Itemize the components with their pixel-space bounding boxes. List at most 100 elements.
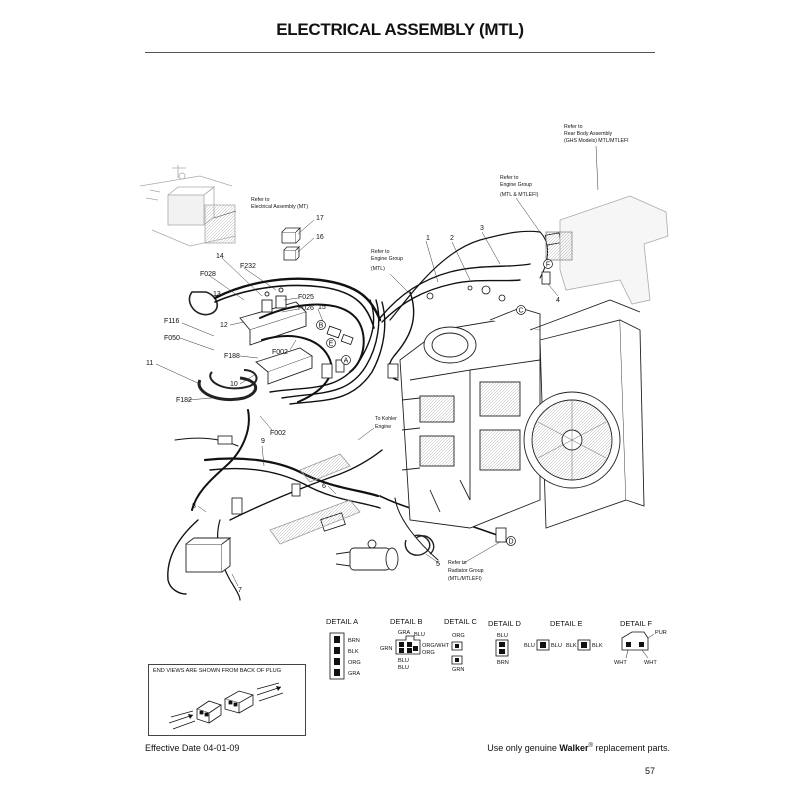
svg-text:BLU: BLU [414,632,425,638]
ref-engine-group-mtl: Refer to Engine Group (MTL) [371,249,404,272]
svg-text:A: A [344,358,349,365]
callout-2: 2 [450,235,454,242]
reference-battery-area [139,165,237,247]
svg-text:BLU: BLU [398,658,409,664]
page-number: 57 [644,766,655,776]
callout-9: 9 [261,438,265,445]
detail-e: DETAIL E BLU BLU BLK BLK [524,619,603,651]
svg-text:BRN: BRN [497,660,509,666]
detail-marker-b: B [316,320,326,330]
main-harness [167,230,548,601]
relay-16 [283,246,300,261]
detail-f: DETAIL F PUR WHT WHT [614,619,667,666]
svg-text:GRN: GRN [452,667,464,673]
detail-a-label: DETAIL A [326,617,358,626]
detail-f-label: DETAIL F [620,619,653,628]
reference-notes: Refer to Electrical Assembly (MT) Refer … [251,124,629,582]
svg-text:E: E [329,341,334,348]
engine-block [399,307,541,529]
svg-text:PUR: PUR [655,630,667,636]
svg-text:BLK: BLK [348,649,359,655]
callout-14: 14 [216,253,224,260]
svg-text:WHT: WHT [644,660,657,666]
detail-markers: B E A F C D [316,259,553,546]
leader-lines [155,145,599,587]
detail-marker-c: C [516,305,526,315]
svg-text:BLU: BLU [551,643,562,649]
svg-text:ORG: ORG [422,650,435,656]
callout-f002b: F002 [270,430,286,437]
callout-15: 15 [318,304,326,311]
page-title: ELECTRICAL ASSEMBLY (MTL) [276,20,524,39]
loop-strap-11b [209,369,258,390]
detail-d: DETAIL D BLU BRN [488,619,522,666]
callout-f025: F025 [298,294,314,301]
loop-strap-11 [197,376,257,402]
detail-marker-d: D [506,536,516,546]
effective-date: Effective Date 04-01-09 [145,743,240,753]
callout-f050: F050 [164,335,180,342]
ref-rear-body: Refer to Rear Body Assembly (GHS Models)… [564,124,629,144]
svg-text:BLU: BLU [524,643,535,649]
ref-engine-group-efi: Refer to Engine Group (MTL & MTLEFI) [500,175,539,198]
callout-17: 17 [316,215,324,222]
starter-motor [335,539,399,571]
svg-text:C: C [518,308,523,315]
end-view-label: END VIEWS ARE SHOWN FROM BACK OF PLUG [153,668,282,674]
plug-illustration [168,682,284,730]
ref-kohler-engine: To Kohler Engine [375,416,398,430]
footer-tagline: Use only genuine Walker® replacement par… [487,743,670,753]
detail-marker-a: A [341,355,351,365]
svg-text:BLK: BLK [592,643,603,649]
svg-text:BLK: BLK [566,643,577,649]
svg-text:GRN: GRN [380,646,392,652]
callout-f028: F028 [200,271,216,278]
svg-text:ORG/WHT: ORG/WHT [422,643,450,649]
callout-11: 11 [146,360,153,367]
detail-marker-e: E [326,338,336,348]
callout-12: 12 [220,322,228,329]
callout-f026: F026 [298,305,314,312]
cable-tie-5 [404,534,431,556]
brand-name: Walker [559,743,589,753]
svg-text:B: B [319,323,324,330]
callout-5: 5 [436,561,440,568]
detail-b-label: DETAIL B [390,617,423,626]
svg-text:BLU: BLU [497,633,508,639]
callout-6: 6 [322,483,326,490]
detail-e-label: DETAIL E [550,619,583,628]
detail-marker-f: F [543,259,553,269]
title-rule [145,52,655,53]
radiator-fan-blades [537,400,607,480]
svg-text:BLU: BLU [398,665,409,671]
callout-13: 13 [213,291,221,298]
lower-battery [185,537,232,573]
frame-rail [269,453,361,545]
callout-f232: F232 [240,263,256,270]
svg-text:BRN: BRN [348,638,360,644]
callout-10: 10 [230,381,238,388]
svg-text:ORG: ORG [452,633,465,639]
callout-f002a: F002 [272,349,288,356]
radiator-assembly [523,299,645,529]
ref-radiator-group: Refer to Radiator Group (MTL/MTLEFI) [448,560,485,582]
relay-17 [281,227,301,244]
detail-d-label: DETAIL D [488,619,522,628]
callout-f116: F116 [164,318,180,325]
callout-3: 3 [480,225,484,232]
svg-text:D: D [508,539,513,546]
svg-text:GRA: GRA [398,630,410,636]
callout-8: 8 [192,503,196,510]
callout-16: 16 [316,234,324,241]
svg-text:F: F [546,262,550,269]
fuse-bracket [239,287,307,346]
detail-a: DETAIL A BRN BLK ORG GRA [326,617,361,680]
cable-tie-5b [415,535,435,555]
callout-f188: F188 [224,353,240,360]
callout-1: 1 [426,235,430,242]
callout-f182: F182 [176,397,192,404]
detail-c: DETAIL C ORG GRN [444,617,478,673]
svg-text:GRA: GRA [348,671,360,677]
svg-text:ORG: ORG [348,660,361,666]
